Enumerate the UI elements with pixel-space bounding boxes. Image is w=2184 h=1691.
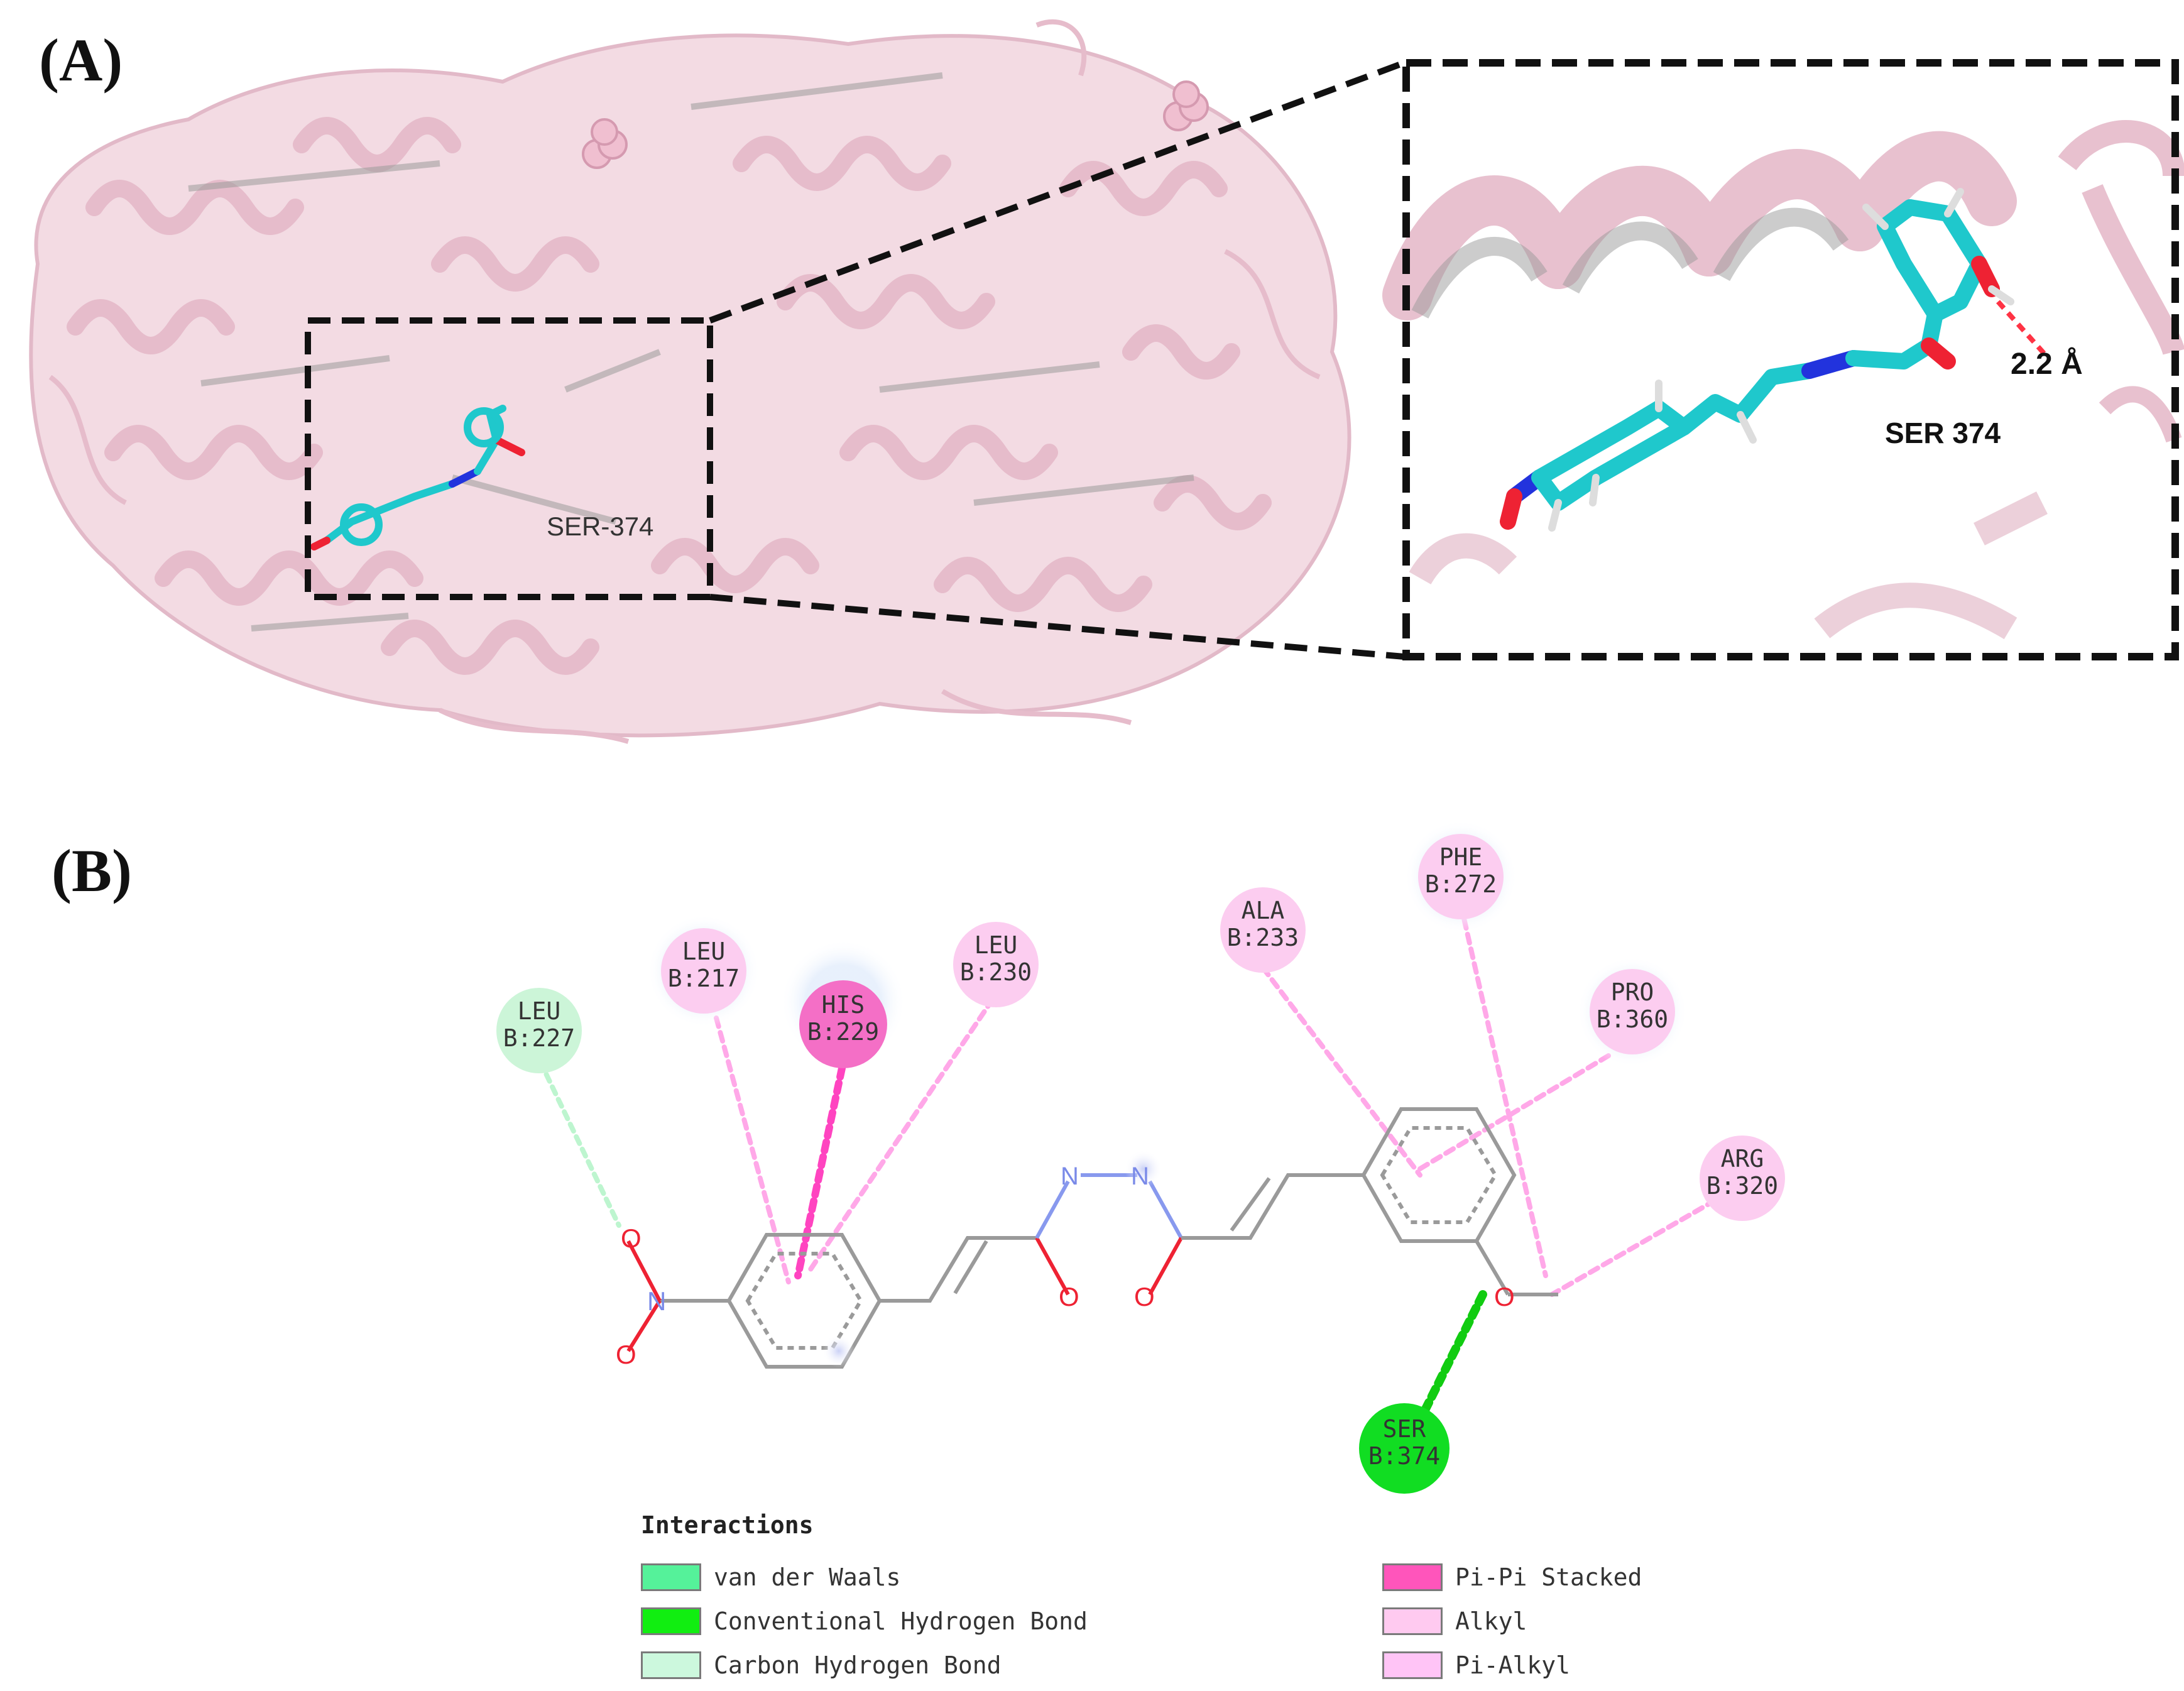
- residue-name: LEU: [682, 938, 726, 965]
- molecule-skeleton: [626, 1107, 1558, 1369]
- legend-swatch: [1382, 1607, 1443, 1635]
- ser374-sidechain: [2099, 386, 2182, 443]
- atom-label-o1: O: [621, 1223, 642, 1253]
- residue-ala233: ALA B:233: [1220, 887, 1306, 973]
- residue-name: LEU: [975, 931, 1018, 959]
- legend-label: Alkyl: [1455, 1607, 1527, 1635]
- legend-swatch: [1382, 1563, 1443, 1591]
- zoom-frame: [1402, 59, 2179, 660]
- hbond-dash: [1996, 300, 2050, 360]
- legend-swatch: [641, 1607, 701, 1635]
- interactions-legend: Interactions van der Waals Conventional …: [635, 1511, 1703, 1687]
- loops: [48, 19, 1321, 744]
- residue-leu227: LEU B:227: [496, 988, 582, 1073]
- residue-name: SER: [1383, 1415, 1426, 1443]
- residue-phe272: PHE B:272: [1404, 820, 1517, 933]
- zoom-loop: [2058, 120, 2184, 356]
- beta-strands: [188, 72, 1194, 632]
- residue-id: B:374: [1368, 1442, 1440, 1470]
- atom-label-n2: N: [1061, 1163, 1079, 1190]
- zoom-bottom-strand: [1814, 491, 2048, 640]
- residue-name: PHE: [1439, 843, 1483, 871]
- residue-id: B:272: [1425, 870, 1497, 898]
- residue-name: ALA: [1242, 897, 1285, 924]
- residue-his229: HIS B:229: [780, 939, 906, 1068]
- zoom-helix-shade: [1411, 207, 1849, 319]
- residue-name: LEU: [518, 997, 561, 1025]
- legend-item-conventional-hbond: Conventional Hydrogen Bond: [641, 1606, 1088, 1637]
- residue-id: B:230: [960, 958, 1032, 986]
- overview-residue-label: SER-374: [547, 512, 653, 541]
- legend-swatch: [641, 1651, 701, 1679]
- ligand-overview: [310, 405, 525, 550]
- atom-label-n3: N: [1131, 1163, 1149, 1190]
- residue-id: B:233: [1227, 924, 1299, 951]
- ligand-sticks: [1500, 199, 2000, 530]
- residue-pro360: PRO B:360: [1577, 956, 1688, 1067]
- residue-ser374: SER B:374: [1359, 1403, 1450, 1494]
- legend-title: Interactions: [641, 1511, 814, 1539]
- atom-label-o4: O: [1134, 1282, 1155, 1311]
- legend-item-alkyl: Alkyl: [1382, 1606, 1527, 1637]
- legend-label: van der Waals: [714, 1563, 901, 1591]
- legend-label: Conventional Hydrogen Bond: [714, 1607, 1088, 1635]
- residue-id: B:320: [1706, 1172, 1778, 1200]
- legend-label: Pi-Alkyl: [1455, 1651, 1571, 1679]
- legend-label: Carbon Hydrogen Bond: [714, 1651, 1002, 1679]
- panel-b-label: (B): [52, 837, 132, 904]
- legend-item-carbon-hbond: Carbon Hydrogen Bond: [641, 1650, 1002, 1681]
- residue-id: B:227: [503, 1024, 575, 1052]
- protein-overview: SER-374: [29, 19, 1351, 744]
- residue-name: ARG: [1721, 1145, 1764, 1173]
- panel-a-label: (A): [39, 26, 123, 94]
- residue-arg320: ARG B:320: [1700, 1136, 1785, 1221]
- hydrogen-stubs: [1548, 188, 2014, 532]
- residue-id: B:360: [1597, 1005, 1668, 1033]
- zoom-connectors: [709, 60, 1406, 660]
- residue-id: B:229: [807, 1018, 879, 1046]
- ligand-spheres: [582, 80, 1209, 169]
- atom-label-n1: N: [647, 1286, 666, 1316]
- legend-swatch: [1382, 1651, 1443, 1679]
- zoom-inset: 2.2 Å SER 374: [1382, 59, 2184, 660]
- legend-item-pi-pi-stacked: Pi-Pi Stacked: [1382, 1562, 1642, 1593]
- residue-name: HIS: [822, 991, 865, 1019]
- zoom-helix: [1382, 131, 2017, 320]
- zoom-residue-label: SER 374: [1885, 417, 2001, 449]
- atom-label-o5: O: [1494, 1282, 1515, 1311]
- hbond-distance-label: 2.2 Å: [2011, 347, 2083, 381]
- legend-swatch: [641, 1563, 701, 1591]
- legend-item-vdw: van der Waals: [641, 1562, 900, 1593]
- legend-label: Pi-Pi Stacked: [1455, 1563, 1642, 1591]
- residue-id: B:217: [668, 965, 740, 992]
- interaction-diagram: O N O O N N O O LEU B:227 LEU B:217 HIS …: [496, 820, 1785, 1494]
- atom-label-o3: O: [1059, 1282, 1079, 1311]
- helix-ribbons: [67, 117, 1272, 675]
- residue-leu217: LEU B:217: [647, 914, 760, 1027]
- residue-leu230: LEU B:230: [953, 922, 1039, 1007]
- residue-name: PRO: [1611, 978, 1654, 1006]
- legend-item-pi-alkyl: Pi-Alkyl: [1382, 1650, 1570, 1681]
- atom-label-o2: O: [616, 1340, 636, 1369]
- interaction-lines: [538, 902, 1718, 1425]
